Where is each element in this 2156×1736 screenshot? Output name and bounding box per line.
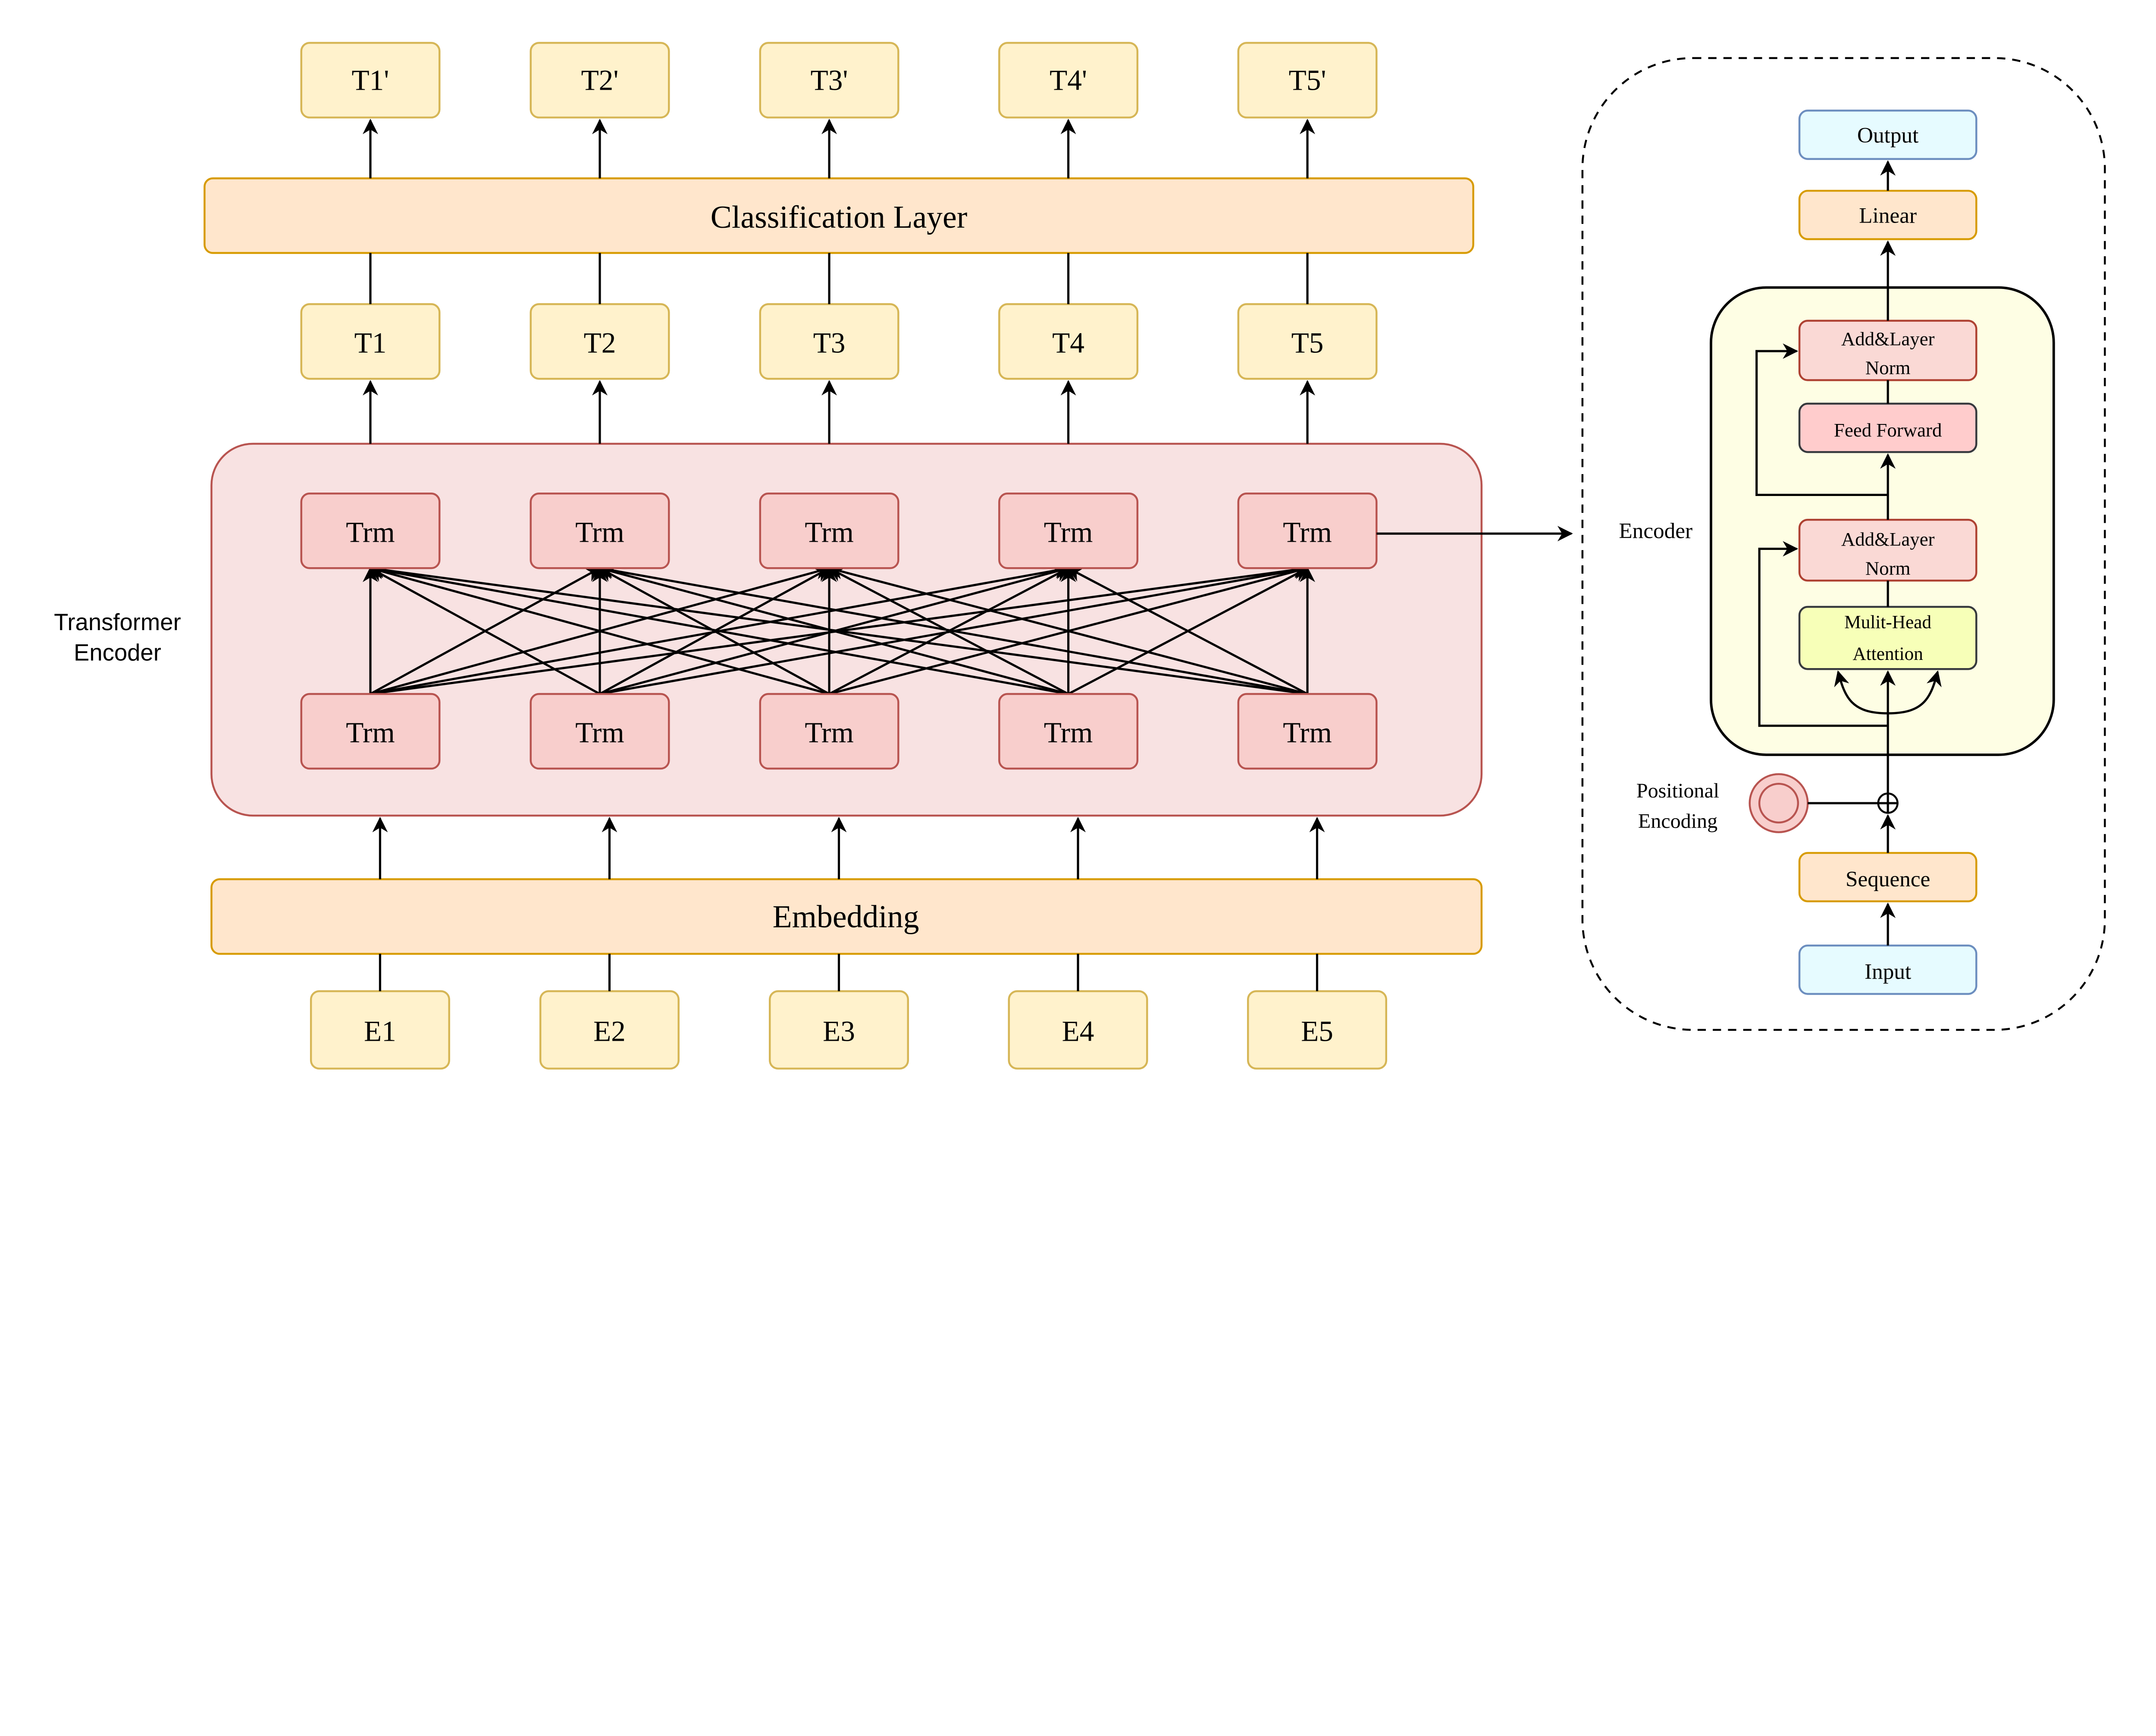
embedding-layer: [210, 878, 1483, 955]
trm-box-top: [530, 492, 670, 569]
output-box: [1798, 110, 1977, 160]
hidden-token-label: T3: [813, 326, 846, 359]
trm-box-top: [998, 492, 1139, 569]
hidden-token-label: T4: [1052, 326, 1084, 359]
attention-input-arrow: [1834, 670, 1888, 715]
residual-connection-arrow: [1758, 541, 1888, 727]
sequence-label: Sequence: [1846, 867, 1930, 892]
attention-connection-arrow: [369, 564, 830, 695]
input-token-label: E4: [1062, 1015, 1094, 1048]
attention-connection-arrow: [827, 564, 1308, 695]
output-token-box: [530, 42, 670, 119]
output-token-label: T4': [1050, 64, 1087, 96]
trm-label: Trm: [805, 716, 854, 749]
add-norm-label: Norm: [1865, 557, 1911, 579]
encoder-label: Encoder: [1619, 518, 1692, 543]
attention-connection-arrow: [369, 567, 601, 695]
trm-box-bottom: [1237, 693, 1378, 770]
linear-label: Linear: [1859, 203, 1917, 228]
embedding-layer-label: Embedding: [773, 899, 919, 934]
attention-connection-arrow: [598, 563, 1308, 695]
input-token-label: E3: [823, 1015, 855, 1048]
positional-encoding-label: Encoding: [1638, 810, 1717, 832]
output-token-box: [759, 42, 899, 119]
trm-label: Trm: [575, 716, 624, 749]
positional-encoding-inner-ring: [1758, 783, 1799, 824]
transformer-encoder-label: Encoder: [74, 639, 161, 666]
output-token-label: T5': [1289, 64, 1326, 96]
trm-label: Trm: [1283, 516, 1332, 548]
trm-label: Trm: [1044, 516, 1093, 548]
add-norm-label: Add&Layer: [1841, 328, 1935, 349]
classification-layer: [204, 177, 1474, 254]
input-token-label: E1: [364, 1015, 396, 1048]
trm-label: Trm: [575, 516, 624, 548]
feed-forward-label: Feed Forward: [1834, 419, 1942, 441]
input-token-label: E5: [1301, 1015, 1333, 1048]
trm-box-bottom: [759, 693, 899, 770]
output-token-box: [1237, 42, 1378, 119]
output-token-label: T2': [581, 64, 619, 96]
attention-connection-arrow: [1067, 567, 1308, 695]
input-label: Input: [1865, 960, 1911, 984]
attention-connection-arrow: [369, 562, 1308, 695]
attention-input-arrow: [1888, 670, 1942, 715]
trm-box-top: [1237, 492, 1378, 569]
attention-connection-arrow: [369, 563, 1069, 695]
positional-encoding-label: Positional: [1636, 779, 1719, 802]
residual-connection-arrow: [1755, 343, 1888, 496]
trm-label: Trm: [1283, 716, 1332, 749]
trm-label: Trm: [805, 516, 854, 548]
output-label: Output: [1857, 123, 1918, 148]
output-token-box: [998, 42, 1139, 119]
add-norm-label: Norm: [1865, 357, 1911, 379]
trm-label: Trm: [346, 516, 395, 548]
trm-box-bottom: [300, 693, 441, 770]
trm-box-bottom: [530, 693, 670, 770]
add-norm-label: Add&Layer: [1841, 528, 1935, 550]
trm-box-top: [759, 492, 899, 569]
trm-label: Trm: [1044, 716, 1093, 749]
hidden-token-label: T2: [584, 326, 616, 359]
output-token-label: T1': [352, 64, 389, 96]
classification-layer-label: Classification Layer: [711, 199, 968, 235]
output-token-label: T3': [811, 64, 848, 96]
trm-label: Trm: [346, 716, 395, 749]
trm-box-bottom: [998, 693, 1139, 770]
hidden-token-label: T5: [1291, 326, 1324, 359]
transformer-encoder-label: Transformer: [54, 609, 181, 635]
hidden-token-label: T1: [354, 326, 387, 359]
attention-label: Attention: [1853, 644, 1923, 664]
input-token-label: E2: [593, 1015, 626, 1048]
trm-box-top: [300, 492, 441, 569]
attention-label: Mulit-Head: [1844, 612, 1931, 632]
output-token-box: [300, 42, 441, 119]
